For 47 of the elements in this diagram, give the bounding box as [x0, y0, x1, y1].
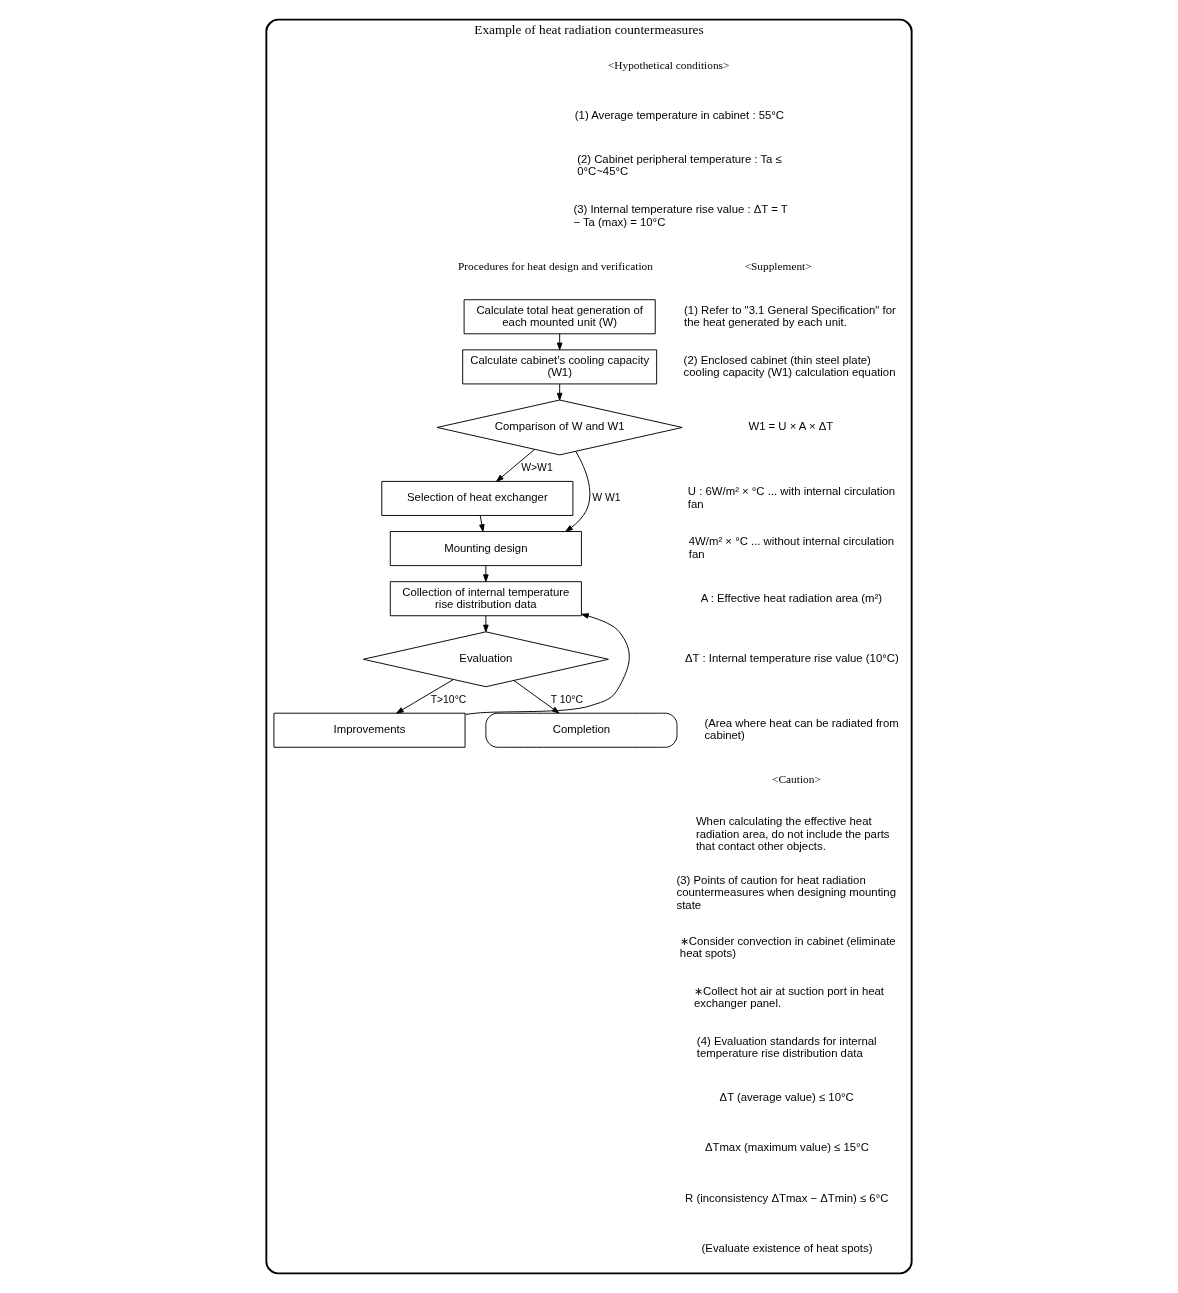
arrow: [483, 615, 489, 633]
arrow: [556, 383, 563, 401]
label: (3) Points of caution for heat radiation countermeasures when designing mounting state: [676, 874, 896, 911]
edge-label: W>W1: [521, 461, 553, 473]
node-box: Collection of internal temperature rise distribution data: [389, 581, 582, 617]
edge-label: T 10°C: [550, 693, 583, 705]
node-box: Improvements: [273, 712, 466, 748]
arrow: [464, 613, 630, 715]
edge-label: T>10°C: [430, 693, 467, 705]
label: ΔT (average value) ≤ 10°C: [719, 1091, 854, 1104]
label: (Area where heat can be radiated from cabinet): [704, 717, 899, 742]
label: When calculating the effective heat radiation area, do not include the parts that contact other objects.: [695, 815, 890, 853]
node-diamond: Comparison of W and W1: [436, 399, 683, 456]
label: (2) Enclosed cabinet (thin steel plate) cooling capacity (W1) calculation equation: [683, 353, 896, 378]
node-box: Calculate total heat generation of each mounted unit (W): [463, 299, 656, 335]
label: W1 = U × A × ΔT: [748, 420, 834, 433]
node-box: Selection of heat exchanger: [381, 480, 574, 516]
node-box: Mounting design: [389, 531, 582, 567]
label: 4W/m² × °C ... without internal circulation fan: [688, 535, 895, 560]
label: (1) Refer to "3.1 General Specification" for the heat generated by each unit.: [684, 303, 896, 328]
label: ΔT : Internal temperature rise value (10°C): [685, 652, 899, 665]
label: ΔTmax (maximum value) ≤ 15°C: [704, 1141, 869, 1154]
arrow: [496, 449, 535, 482]
label: A : Effective heat radiation area (m²): [700, 591, 883, 604]
arrow: [565, 450, 591, 532]
arrow: [513, 680, 560, 714]
label: (2) Cabinet peripheral temperature : Ta ≤ 0°C~45°C: [577, 153, 782, 178]
label: ∗Collect hot air at suction port in heat exchanger panel.: [694, 984, 884, 1010]
arrow: [479, 515, 485, 532]
label: (1) Average temperature in cabinet : 55°C: [574, 109, 785, 122]
node-diamond: Evaluation: [362, 631, 609, 688]
arrow: [556, 333, 563, 351]
node-box: Completion: [485, 712, 678, 748]
label: (4) Evaluation standards for internal temperature rise distribution data: [696, 1034, 877, 1060]
label: Procedures for heat design and verification: [457, 259, 653, 272]
label: (Evaluate existence of heat spots): [701, 1241, 873, 1254]
arrow: [396, 679, 454, 714]
label: R (inconsistency ΔTmax − ΔTmin) ≤ 6°C: [685, 1191, 889, 1204]
label: <Supplement>: [744, 259, 812, 272]
arrow: [483, 565, 489, 582]
label: <Hypothetical conditions>: [607, 58, 730, 71]
edge-label: W W1: [592, 492, 621, 504]
label: ∗Consider convection in cabinet (eliminate heat spots): [679, 934, 896, 959]
label: (3) Internal temperature rise value : ΔT = T − Ta (max) = 10°C: [573, 203, 788, 228]
label: <Caution>: [772, 773, 821, 786]
label: U : 6W/m² × °C ... with internal circulation fan: [687, 485, 896, 510]
node-box: Calculate cabinet’s cooling capacity (W1): [462, 349, 658, 385]
